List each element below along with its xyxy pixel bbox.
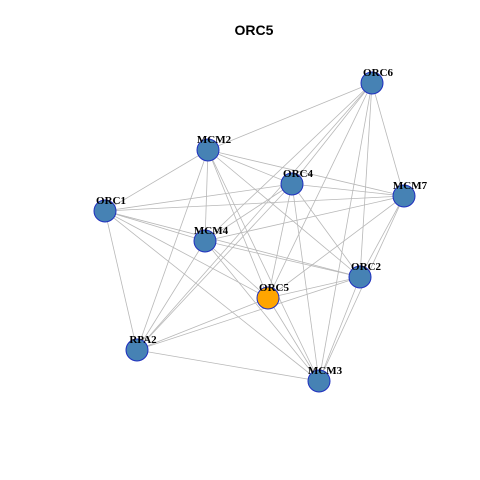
node-label-rpa2: RPA2 [129, 334, 157, 346]
edge-orc4-orc5 [267, 183, 293, 299]
edge-orc2-rpa2 [136, 276, 361, 351]
node-label-orc1: ORC1 [96, 195, 126, 207]
edge-orc4-mcm4 [204, 183, 293, 242]
node-label-mcm2: MCM2 [197, 134, 232, 146]
node-circle-orc5 [256, 286, 280, 310]
node-circle-mcm7 [392, 184, 416, 208]
edge-mcm2-orc1 [104, 149, 209, 212]
edge-mcm7-orc5 [267, 195, 405, 299]
edge-orc6-mcm3 [318, 82, 373, 382]
edge-orc5-mcm3 [267, 297, 320, 382]
node-rpa2: RPA2 [125, 334, 157, 362]
edge-orc1-mcm3 [104, 210, 320, 382]
edge-orc6-mcm2 [207, 82, 373, 151]
node-circle-orc2 [348, 265, 372, 289]
graph-title: ORC5 [235, 22, 274, 38]
node-circle-orc6 [360, 71, 384, 95]
edge-orc1-mcm4 [104, 210, 206, 242]
edge-orc6-orc2 [359, 82, 373, 278]
node-circle-orc1 [93, 199, 117, 223]
node-circle-mcm4 [193, 229, 217, 253]
edge-orc1-rpa2 [104, 210, 138, 351]
edge-mcm7-orc1 [104, 195, 405, 212]
edge-mcm7-mcm3 [318, 195, 405, 382]
edge-orc5-rpa2 [136, 297, 269, 351]
edge-orc4-mcm3 [291, 183, 320, 382]
edge-mcm2-mcm3 [207, 149, 320, 382]
edge-orc6-rpa2 [136, 82, 373, 351]
edge-mcm4-orc5 [204, 240, 269, 299]
node-circle-orc4 [280, 172, 304, 196]
node-circle-rpa2 [125, 338, 149, 362]
edge-mcm7-orc2 [359, 195, 405, 278]
edge-mcm2-orc2 [207, 149, 361, 278]
node-orc4: ORC4 [280, 168, 313, 196]
node-mcm4: MCM4 [193, 225, 229, 253]
node-label-mcm4: MCM4 [194, 225, 229, 237]
edge-orc4-orc1 [104, 183, 293, 212]
node-label-mcm7: MCM7 [393, 180, 428, 192]
edge-mcm4-rpa2 [136, 240, 206, 351]
edge-orc1-orc2 [104, 210, 361, 278]
edge-orc6-mcm7 [371, 82, 405, 197]
node-orc5: ORC5 [256, 282, 289, 310]
edge-mcm4-mcm3 [204, 240, 320, 382]
edge-mcm4-orc2 [204, 240, 361, 278]
edge-mcm2-mcm7 [207, 149, 405, 197]
node-circle-mcm2 [196, 138, 220, 162]
edge-orc6-mcm4 [204, 82, 373, 242]
node-orc6: ORC6 [360, 67, 393, 95]
edge-orc2-orc5 [267, 276, 361, 299]
edge-orc4-mcm7 [291, 183, 405, 197]
edge-orc6-orc5 [267, 82, 373, 299]
node-label-orc5: ORC5 [259, 282, 289, 294]
edge-orc1-orc5 [104, 210, 269, 299]
edge-orc4-orc2 [291, 183, 361, 278]
edge-mcm7-mcm4 [204, 195, 405, 242]
edge-rpa2-mcm3 [136, 349, 320, 382]
node-mcm2: MCM2 [196, 134, 232, 162]
edge-layer [104, 82, 405, 382]
edge-orc2-mcm3 [318, 276, 361, 382]
edge-mcm2-mcm4 [204, 149, 209, 242]
edge-orc6-orc4 [291, 82, 373, 185]
node-orc2: ORC2 [348, 261, 381, 289]
node-mcm3: MCM3 [307, 365, 343, 393]
edge-mcm2-orc5 [207, 149, 269, 299]
node-label-mcm3: MCM3 [308, 365, 343, 377]
edge-mcm2-orc4 [207, 149, 293, 185]
node-orc1: ORC1 [93, 195, 126, 223]
node-circle-mcm3 [307, 369, 331, 393]
edge-mcm2-rpa2 [136, 149, 209, 351]
node-label-orc2: ORC2 [351, 261, 381, 273]
node-mcm7: MCM7 [392, 180, 428, 208]
edge-orc4-rpa2 [136, 183, 293, 351]
node-label-orc4: ORC4 [283, 168, 313, 180]
node-label-orc6: ORC6 [363, 67, 393, 79]
